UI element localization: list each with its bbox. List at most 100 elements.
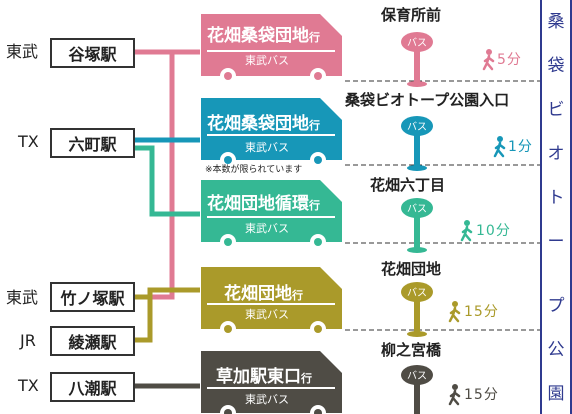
bus-stop-base xyxy=(407,247,427,253)
station-takenotsuka: 竹ノ塚駅 xyxy=(50,282,135,312)
bus-stripe xyxy=(207,50,335,52)
bus-body xyxy=(201,98,342,160)
bus-stop-sign: バス xyxy=(401,365,433,414)
walk-time: 10分 xyxy=(476,223,511,239)
destination-column: 桑 袋 ビ オ ト ー プ 公 園 xyxy=(540,0,572,414)
bus-stop-sign: バス xyxy=(401,32,433,87)
station-operator: TX xyxy=(18,132,39,151)
bus-stop-name: 柳之宮橋 xyxy=(381,341,442,359)
bus-stop-name: 保育所前 xyxy=(381,6,442,24)
walker-body xyxy=(482,54,495,71)
bus-route-name: 花畑団地行 xyxy=(224,284,303,304)
station-operator: 東武 xyxy=(6,288,39,307)
bus-operator: 東武バス xyxy=(245,308,289,321)
bus-wheel-hub xyxy=(314,156,322,164)
station-name: 谷塚駅 xyxy=(68,45,117,64)
walker-head xyxy=(464,220,470,226)
bus-wheel-hub xyxy=(224,72,232,80)
destination-char: 桑 xyxy=(547,12,565,32)
walker-head xyxy=(452,384,458,390)
bus-stop-disc xyxy=(401,32,433,52)
bus-stop-pole xyxy=(414,44,420,84)
bus-stop-base xyxy=(407,81,427,87)
bus-body xyxy=(201,14,342,76)
destination-char: 園 xyxy=(547,384,565,404)
destination-char: オ xyxy=(547,144,565,164)
bus-stop-sign-label: バス xyxy=(407,121,427,133)
station-operator: JR xyxy=(20,331,36,350)
bus-shape xyxy=(201,267,342,337)
bus-stop-sign: バス xyxy=(401,198,433,253)
walker-body xyxy=(493,141,506,158)
walk-time: 15分 xyxy=(464,387,499,403)
station-name: 八潮駅 xyxy=(68,379,117,398)
bus-stop-sign-label: バス xyxy=(407,287,427,299)
bus-route-name: 草加駅東口行 xyxy=(216,367,312,387)
walking-figures xyxy=(448,49,506,406)
bus-stop-name: 花畑六丁目 xyxy=(370,176,446,194)
bus-stop-base xyxy=(407,331,427,337)
station-operator: TX xyxy=(18,376,39,395)
bus-stop-disc xyxy=(401,198,433,218)
bus-stop-disc xyxy=(401,116,433,136)
destination-char: ビ xyxy=(547,100,565,120)
olive-connector-jr xyxy=(135,290,153,343)
walker-body xyxy=(448,306,461,323)
bus-wheel-hub xyxy=(314,72,322,80)
bus-stop-disc xyxy=(401,365,433,385)
walking-person-icon xyxy=(493,136,506,158)
walker-head xyxy=(486,49,492,55)
station-rokucho: 六町駅 xyxy=(50,128,135,158)
destination-char: 袋 xyxy=(547,56,565,76)
bus-route-name: 花畑桑袋団地行 xyxy=(207,114,320,134)
walker-body xyxy=(448,389,461,406)
walker-head xyxy=(452,301,458,307)
walk-time: 15分 xyxy=(464,304,499,320)
bus-route-name: 花畑団地循環行 xyxy=(207,194,320,214)
bus-stop-pole xyxy=(414,377,420,414)
walk-time: 1分 xyxy=(508,139,533,155)
bus-stop-pole xyxy=(414,210,420,250)
bus-wheel-hub xyxy=(224,409,232,414)
station-operator: 東武 xyxy=(6,42,39,61)
walking-person-icon xyxy=(448,301,461,323)
bus-stop-sign: バス xyxy=(401,116,433,171)
connector-lines xyxy=(135,49,200,389)
walker-body xyxy=(460,225,473,242)
bus-stop-sign-label: バス xyxy=(407,370,427,382)
station-name: 竹ノ塚駅 xyxy=(60,289,125,308)
bus-shape xyxy=(201,14,342,84)
bus-stop-disc xyxy=(401,282,433,302)
bus-stripe xyxy=(207,387,335,389)
bus-wheel-hub xyxy=(314,325,322,333)
bus-stop-sign: バス xyxy=(401,282,433,337)
bus-stop-name: 花畑団地 xyxy=(381,260,442,278)
walk-time: 5分 xyxy=(497,52,522,68)
walking-person-icon xyxy=(448,384,461,406)
bus-stop-pole xyxy=(414,294,420,334)
bus-operator: 東武バス xyxy=(245,141,289,154)
bus-body xyxy=(201,351,342,413)
bus-shape xyxy=(201,180,342,250)
bus-stripe xyxy=(207,134,335,136)
frequency-note: ※本数が限られています xyxy=(205,165,303,175)
station-yashio: 八潮駅 xyxy=(50,372,135,402)
bus-shapes xyxy=(201,14,342,414)
bus-shape xyxy=(201,98,342,168)
bus-shape xyxy=(201,351,342,414)
bus-body xyxy=(201,267,342,329)
pink-connector xyxy=(135,49,175,300)
bus-operator: 東武バス xyxy=(245,54,289,67)
station-name: 六町駅 xyxy=(68,135,117,154)
green-connector xyxy=(135,145,200,217)
bus-stripe xyxy=(207,303,335,305)
bus-stop-sign-label: バス xyxy=(407,37,427,49)
station-yatsuka: 谷塚駅 xyxy=(50,38,135,68)
bus-wheel-hub xyxy=(314,238,322,246)
bus-stop-name: 桑袋ビオトープ公園入口 xyxy=(345,91,510,109)
bus-stop-sign-label: バス xyxy=(407,203,427,215)
bus-route-name: 花畑桑袋団地行 xyxy=(207,26,320,46)
bus-operator: 東武バス xyxy=(245,222,289,235)
